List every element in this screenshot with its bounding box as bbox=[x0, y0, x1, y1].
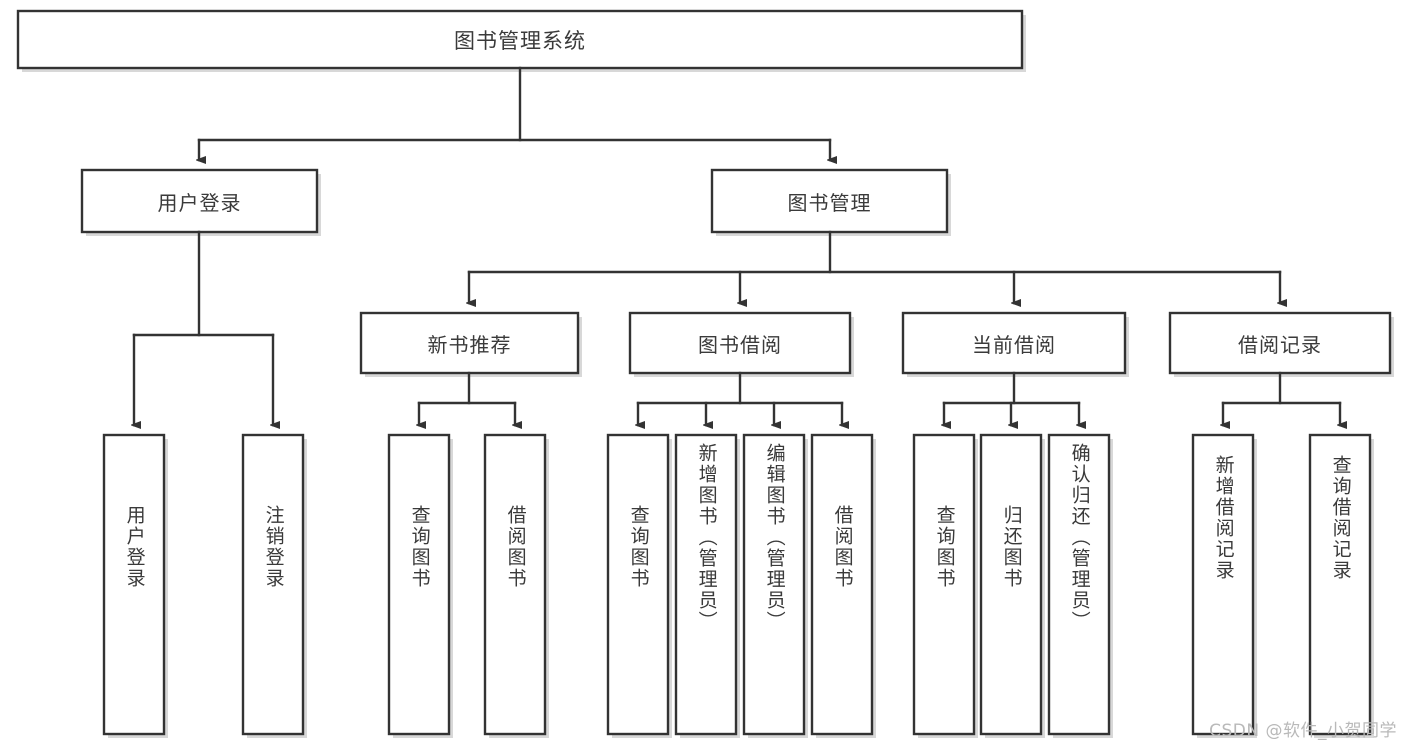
leaf-box-user-login[interactable] bbox=[102, 433, 168, 738]
node-borrow-record[interactable] bbox=[1168, 311, 1394, 377]
node-root[interactable] bbox=[16, 9, 1026, 72]
leaf-box-borrow-book-1[interactable] bbox=[483, 433, 549, 738]
leaf-box-confirm-return[interactable] bbox=[1047, 433, 1113, 738]
leaf-box-return-book[interactable] bbox=[979, 433, 1045, 738]
leaf-box-query-record[interactable] bbox=[1308, 433, 1374, 738]
leaf-box-query-book-3[interactable] bbox=[912, 433, 978, 738]
leaf-box-borrow-book-2[interactable] bbox=[810, 433, 876, 738]
node-book-borrow[interactable] bbox=[628, 311, 854, 377]
node-user-login[interactable] bbox=[80, 168, 321, 236]
leaf-box-query-book-1[interactable] bbox=[387, 433, 453, 738]
leaf-box-add-record[interactable] bbox=[1191, 433, 1257, 738]
watermark: CSDN @软件_小贺同学 bbox=[1209, 721, 1397, 741]
node-new-book-recommend[interactable] bbox=[359, 311, 582, 377]
leaf-box-logout[interactable] bbox=[241, 433, 307, 738]
node-book-manage[interactable] bbox=[710, 168, 951, 236]
leaf-box-add-book[interactable] bbox=[674, 433, 740, 738]
leaf-box-query-book-2[interactable] bbox=[606, 433, 672, 738]
leaf-box-edit-book[interactable] bbox=[742, 433, 808, 738]
node-current-borrow[interactable] bbox=[901, 311, 1129, 377]
